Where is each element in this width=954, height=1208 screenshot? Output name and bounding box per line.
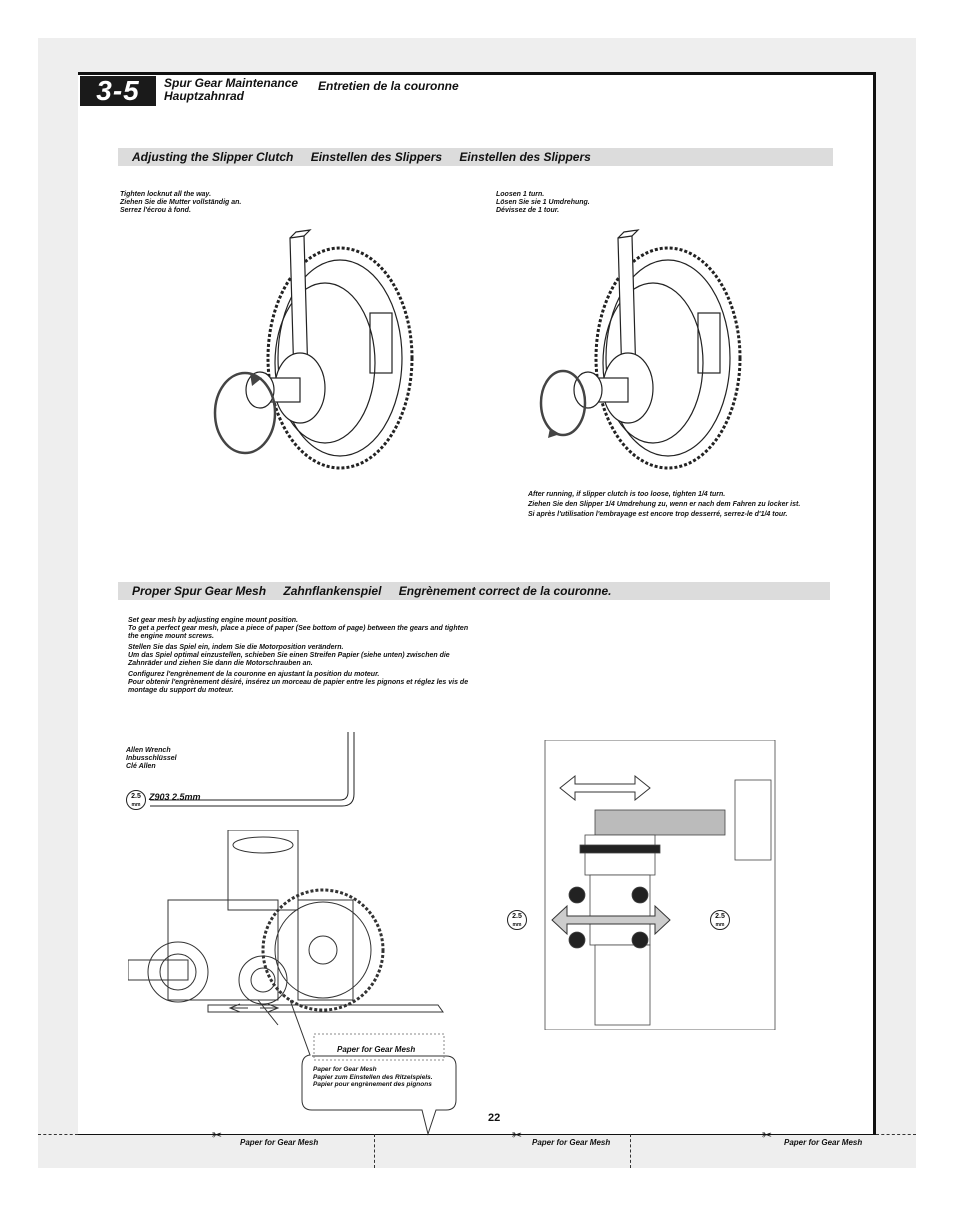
- after-running-note: After running, if slipper clutch is too …: [528, 490, 800, 520]
- page-number: 22: [488, 1112, 501, 1124]
- frame-top-rule: [78, 72, 876, 75]
- loosen-note-de: Lösen Sie sie 1 Umdrehung.: [496, 199, 590, 206]
- paper-callout-bubble: [290, 1000, 457, 1136]
- frame-right-rule: [873, 72, 876, 1134]
- section-number-badge: 3-5: [80, 76, 156, 106]
- slipper-clutch-illustration-tighten: [213, 229, 414, 470]
- after-note-de: Ziehen Sie den Slipper 1/4 Umdrehung zu,…: [528, 501, 801, 508]
- section-title-en-de: Spur Gear Maintenance Hauptzahnrad: [164, 77, 298, 103]
- tighten-note-fr: Serrez l'écrou à fond.: [120, 207, 191, 214]
- page-content-area: [78, 72, 876, 1134]
- size-badge-left-icon: 2.5 mm: [507, 910, 527, 930]
- gear-mesh-instructions: Set gear mesh by adjusting engine mount …: [128, 617, 468, 695]
- loosen-note-fr: Dévissez de 1 tour.: [496, 207, 560, 214]
- scissors-icon: ✂: [762, 1128, 773, 1142]
- paper-box-label: Paper for Gear Mesh: [337, 1045, 416, 1054]
- cut-line-left: [38, 1134, 78, 1135]
- loosen-note-en: Loosen 1 turn.: [496, 191, 545, 198]
- tighten-note-de: Ziehen Sie die Mutter vollständig an.: [120, 199, 242, 206]
- mesh-en-3: the engine mount screws.: [128, 633, 214, 640]
- paper-callout-de: Papier zum Einstellen des Ritzelspiels.: [313, 1073, 433, 1081]
- mesh-fr-3: montage du support du moteur.: [128, 687, 234, 694]
- band1-fr: Einstellen des Slippers: [459, 150, 591, 164]
- tighten-note-en: Tighten locknut all the way.: [120, 191, 212, 198]
- size-badge-icon: 2.5 mm: [126, 790, 146, 810]
- scissors-icon: ✂: [212, 1128, 223, 1142]
- mesh-de-1: Stellen Sie das Spiel ein, indem Sie die…: [128, 644, 344, 651]
- size-badge-left-value: 2.5: [512, 913, 522, 920]
- slipper-clutch-illustration-loosen: [539, 229, 742, 470]
- band1-de: Einstellen des Slippers: [310, 150, 443, 164]
- cut-line-right: [876, 1134, 916, 1135]
- footer-paper-label-3: Paper for Gear Mesh: [784, 1138, 863, 1147]
- section-title-en: Spur Gear Maintenance: [164, 76, 299, 90]
- after-note-fr: Si après l'utilisation l'embrayage est e…: [528, 511, 788, 518]
- band1-en: Adjusting the Slipper Clutch: [132, 150, 294, 164]
- engine-gear-mesh-illustration: [128, 830, 444, 1026]
- paper-callout-en: Paper for Gear Mesh: [313, 1066, 377, 1073]
- mesh-de-2: Um das Spiel optimal einzustellen, schie…: [128, 652, 450, 659]
- scissors-icon: ✂: [512, 1128, 523, 1142]
- size-badge-right-unit: mm: [715, 922, 725, 928]
- allen-wrench-label: Allen Wrench Inbusschlüssel Clé Allen: [126, 747, 177, 771]
- mesh-fr-2: Pour obtenir l'engrènement désiré, insér…: [128, 679, 469, 686]
- subsection-band-gear-mesh: Proper Spur Gear Mesh Zahnflankenspiel E…: [118, 582, 830, 600]
- cut-line-vertical-2: [630, 1134, 631, 1168]
- band2-en: Proper Spur Gear Mesh: [132, 584, 267, 598]
- loosen-note: Loosen 1 turn. Lösen Sie sie 1 Umdrehung…: [496, 191, 590, 215]
- tighten-note: Tighten locknut all the way. Ziehen Sie …: [120, 191, 241, 215]
- mesh-en-1: Set gear mesh by adjusting engine mount …: [128, 617, 298, 624]
- tool-code: Z903 2.5mm: [149, 792, 201, 802]
- band2-fr: Engrènement correct de la couronne.: [398, 584, 612, 598]
- section-title-de: Hauptzahnrad: [164, 89, 245, 103]
- frame-bottom-rule: [78, 1134, 876, 1135]
- size-badge-right-value: 2.5: [715, 913, 725, 920]
- size-badge-value: 2.5: [131, 793, 141, 800]
- allen-wrench-en: Allen Wrench: [126, 747, 171, 754]
- section-title-fr: Entretien de la couronne: [318, 79, 459, 93]
- paper-callout-fr: Papier pour engrènement des pignons: [313, 1081, 432, 1088]
- chassis-engine-mount-illustration: [544, 740, 776, 1030]
- cut-line-vertical-1: [374, 1134, 375, 1168]
- size-badge-left-unit: mm: [512, 922, 522, 928]
- allen-wrench-fr: Clé Allen: [126, 763, 156, 770]
- allen-wrench-de: Inbusschlüssel: [126, 755, 177, 762]
- mesh-de-3: Zahnräder und ziehen Sie dann die Motors…: [128, 660, 313, 667]
- band2-de: Zahnflankenspiel: [283, 584, 382, 598]
- size-badge-right-icon: 2.5 mm: [710, 910, 730, 930]
- allen-wrench-icon: [150, 732, 355, 807]
- footer-paper-label-1: Paper for Gear Mesh: [240, 1138, 319, 1147]
- mesh-fr-1: Configurez l'engrènement de la couronne …: [128, 671, 380, 678]
- mesh-en-2: To get a perfect gear mesh, place a piec…: [128, 625, 469, 632]
- size-badge-unit: mm: [131, 802, 141, 808]
- footer-paper-label-2: Paper for Gear Mesh: [532, 1138, 611, 1147]
- paper-callout-text: Paper for Gear Mesh Papier zum Einstelle…: [313, 1066, 433, 1089]
- after-note-en: After running, if slipper clutch is too …: [528, 491, 726, 498]
- subsection-band-slipper: Adjusting the Slipper Clutch Einstellen …: [118, 148, 833, 166]
